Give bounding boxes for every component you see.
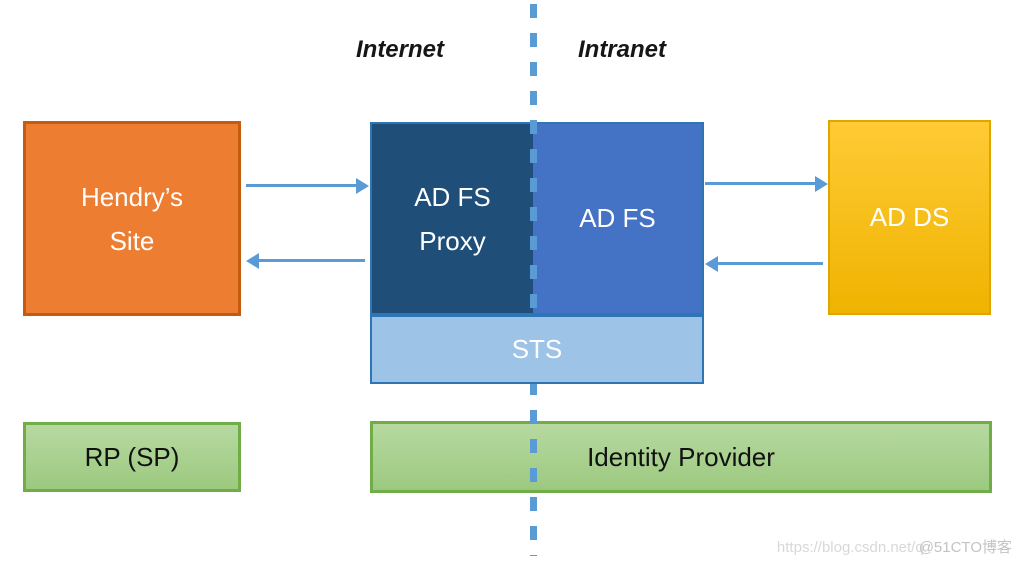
- arrow-shaft: [246, 184, 358, 187]
- ad-ds-box: AD DS: [828, 120, 991, 315]
- rp-sp-box: RP (SP): [23, 422, 241, 492]
- arrow-head-right-icon: [815, 176, 828, 192]
- watermark: https://blog.csdn.net/q@51CTO博客: [777, 536, 1012, 557]
- identity-provider-label: Identity Provider: [587, 441, 775, 472]
- arrow-shaft: [705, 182, 817, 185]
- arrow-adfs-proxy-to-site: [246, 253, 365, 269]
- hendrys-site-label-line1: Hendry’s: [80, 181, 184, 212]
- arrow-ad-ds-to-adfs: [705, 256, 823, 272]
- identity-provider-box: Identity Provider: [370, 421, 992, 493]
- internet-intranet-divider-dashed-line: [530, 4, 537, 556]
- arrow-head-left-icon: [246, 253, 259, 269]
- adfs-proxy-box: AD FS Proxy: [372, 124, 533, 313]
- rp-sp-label: RP (SP): [84, 441, 180, 472]
- zone-label-intranet: Intranet: [577, 36, 666, 63]
- zone-label-internet: Internet: [355, 36, 444, 63]
- sts-box: STS: [370, 315, 704, 384]
- arrow-adfs-to-ad-ds: [705, 176, 828, 192]
- adfs-label: AD FS: [579, 203, 656, 233]
- arrow-shaft: [257, 259, 365, 262]
- sts-label: STS: [511, 334, 563, 364]
- adfs-server-group-box: AD FS Proxy AD FS: [370, 122, 704, 315]
- arrow-shaft: [716, 262, 823, 265]
- adfs-box: AD FS: [533, 124, 702, 313]
- hendrys-site-box: Hendry’s Site: [23, 121, 241, 316]
- hendrys-site-label-line2: Site: [109, 225, 155, 256]
- arrow-head-right-icon: [356, 178, 369, 194]
- arrow-head-left-icon: [705, 256, 718, 272]
- watermark-badge: @51CTO博客: [918, 539, 1012, 556]
- adfs-proxy-label-line2: Proxy: [419, 225, 486, 256]
- arrow-site-to-adfs-proxy: [246, 178, 369, 194]
- ad-ds-label: AD DS: [869, 202, 950, 232]
- adfs-proxy-label-line1: AD FS: [414, 181, 491, 212]
- watermark-url: https://blog.csdn.net/q: [776, 539, 924, 556]
